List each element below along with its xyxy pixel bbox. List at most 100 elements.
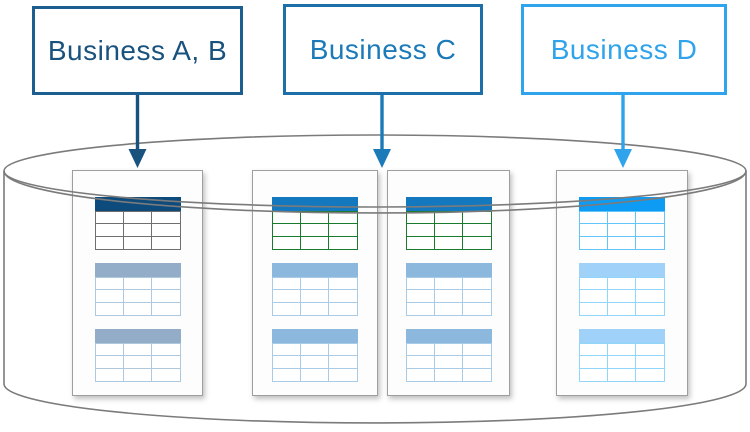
table-cell: [96, 236, 124, 249]
table-cell: [434, 344, 463, 357]
table-cell: [462, 356, 491, 369]
table-cell: [301, 278, 329, 291]
table-cell: [329, 212, 357, 225]
table-grid: [94, 211, 181, 250]
table-cell: [151, 224, 180, 237]
table-cell: [301, 356, 329, 369]
table-grid: [405, 277, 492, 316]
table-cell: [608, 302, 636, 315]
business-c-label: Business C: [309, 33, 457, 65]
table-cell: [434, 290, 463, 303]
table-icon-secondary: [94, 263, 181, 316]
table-header-bar: [94, 263, 181, 277]
table-cell: [124, 368, 152, 381]
table-header-bar: [272, 329, 358, 343]
table-cell: [273, 368, 301, 381]
table-cell: [608, 356, 636, 369]
table-cell: [406, 356, 435, 369]
table-cell: [151, 212, 180, 225]
arrow-business-c: [373, 95, 391, 168]
table-header-bar: [94, 197, 181, 211]
table-cell: [301, 212, 329, 225]
table-cell: [407, 236, 435, 249]
table-header-bar: [579, 329, 665, 343]
table-cell: [636, 369, 664, 381]
table-cell: [301, 236, 329, 249]
table-grid: [272, 277, 358, 316]
table-cell: [123, 224, 152, 237]
table-cell: [301, 302, 329, 315]
table-cell: [636, 237, 664, 249]
table-cell: [329, 303, 357, 315]
table-grid: [272, 211, 358, 250]
table-grid: [405, 211, 492, 250]
table-cell: [608, 224, 636, 237]
table-cell: [301, 224, 329, 237]
business-d-box: Business D: [521, 4, 727, 95]
table-cell: [580, 212, 608, 225]
table-icon-primary: [272, 197, 358, 250]
table-icon-secondary: [272, 329, 358, 382]
table-header-bar: [94, 329, 181, 343]
table-cell: [151, 290, 180, 303]
table-header-bar: [405, 263, 492, 277]
table-cell: [463, 369, 491, 381]
table-icon-secondary: [405, 263, 492, 316]
table-cell: [152, 303, 180, 315]
table-header-bar: [272, 197, 358, 211]
table-cell: [608, 212, 636, 225]
table-cell: [463, 237, 491, 249]
table-cell: [151, 278, 180, 291]
storage-panel-business-c-1: [252, 170, 378, 396]
business-ab-box: Business A, B: [32, 6, 243, 95]
table-grid: [579, 277, 665, 316]
table-cell: [329, 369, 357, 381]
table-cell: [580, 278, 608, 291]
table-cell: [608, 344, 636, 357]
table-header-bar: [579, 197, 665, 211]
table-cell: [608, 278, 636, 291]
table-cell: [434, 224, 463, 237]
table-icon-primary: [579, 197, 665, 250]
table-cell: [152, 237, 180, 249]
table-cell: [580, 368, 608, 381]
table-cell: [273, 224, 301, 237]
table-cell: [123, 344, 152, 357]
table-cell: [273, 356, 301, 369]
table-cell: [273, 236, 301, 249]
table-cell: [329, 224, 357, 237]
table-cell: [123, 356, 152, 369]
table-cell: [273, 302, 301, 315]
table-cell: [152, 369, 180, 381]
table-cell: [608, 368, 636, 381]
arrow-business-d: [614, 95, 632, 168]
table-cell: [636, 303, 664, 315]
table-cell: [580, 290, 608, 303]
table-cell: [273, 212, 301, 225]
table-icon-secondary: [405, 329, 492, 382]
table-grid: [272, 343, 358, 382]
table-cell: [95, 278, 124, 291]
table-grid: [579, 211, 665, 250]
table-cell: [462, 212, 491, 225]
table-icon-primary: [405, 197, 492, 250]
table-cell: [636, 344, 664, 357]
storage-panel-business-d: [556, 170, 688, 396]
table-cell: [96, 368, 124, 381]
table-cell: [462, 224, 491, 237]
arrow-business-ab: [128, 95, 147, 168]
table-cell: [463, 303, 491, 315]
table-cell: [95, 212, 124, 225]
business-ab-label: Business A, B: [47, 34, 228, 66]
table-header-bar: [405, 329, 492, 343]
table-cell: [329, 344, 357, 357]
table-cell: [580, 236, 608, 249]
business-c-box: Business C: [283, 4, 483, 95]
table-cell: [462, 278, 491, 291]
table-cell: [406, 224, 435, 237]
table-header-bar: [579, 263, 665, 277]
table-cell: [580, 356, 608, 369]
table-cell: [151, 344, 180, 357]
table-cell: [123, 278, 152, 291]
